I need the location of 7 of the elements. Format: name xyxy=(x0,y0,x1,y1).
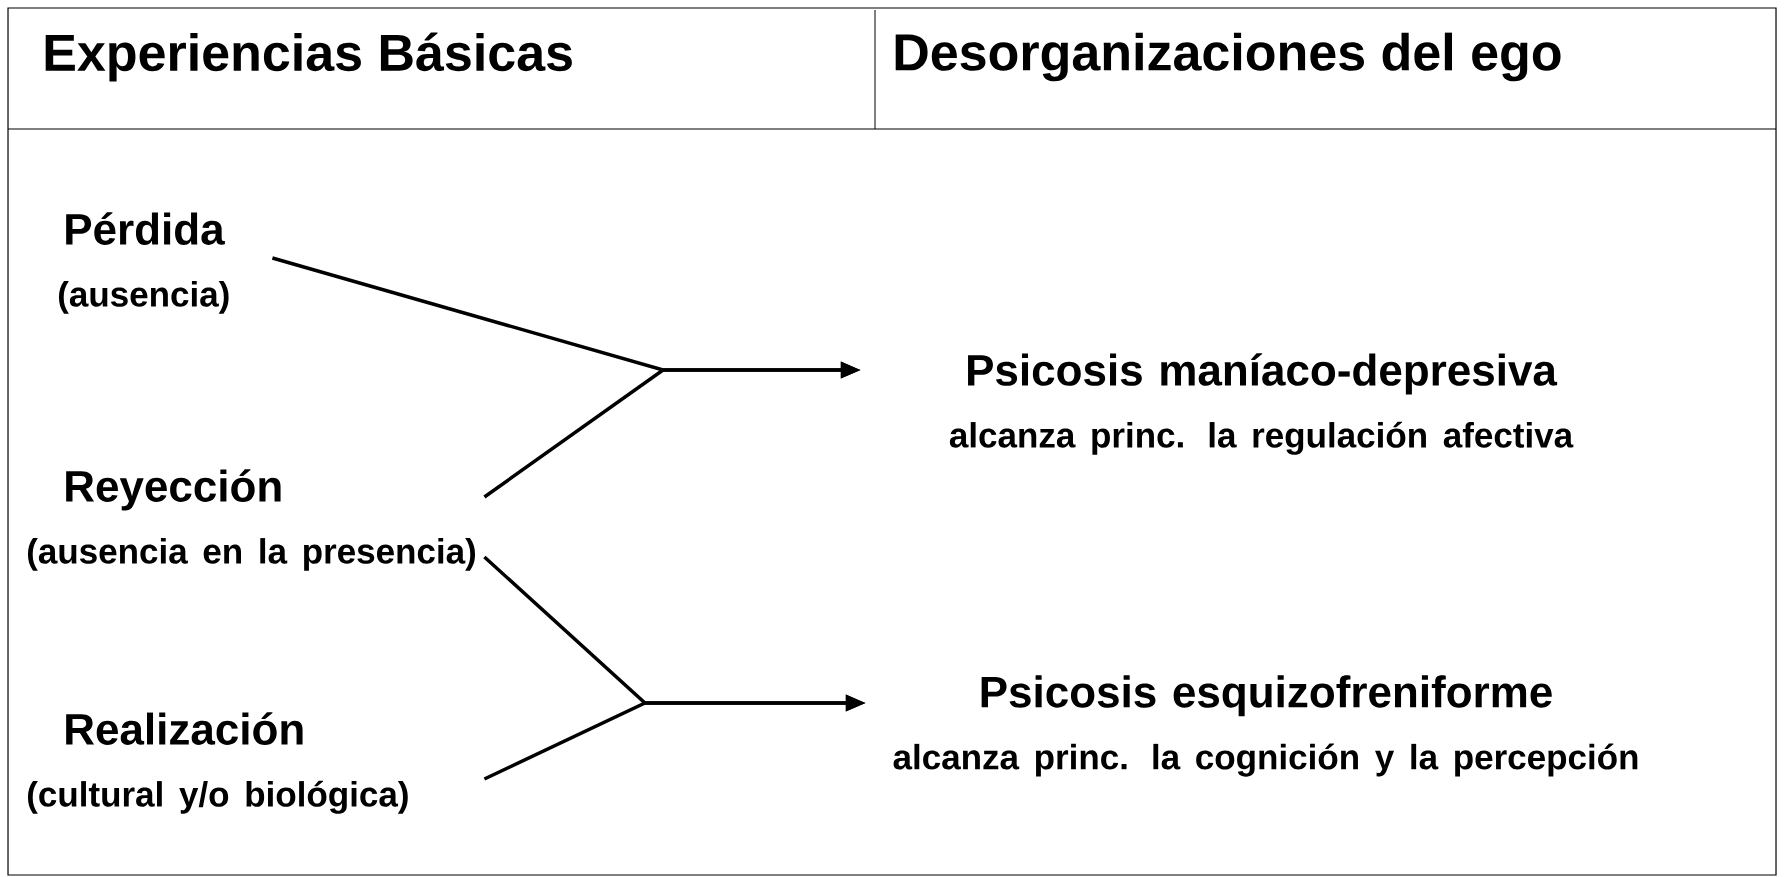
text-label: Psicosis esquizofreniforme alcanza princ. la cognición y la percepción xyxy=(893,675,1638,777)
text-label: Psicosis maníaco-depresiva alcanza princ. la regulación afectiva xyxy=(949,353,1574,455)
column-header: Desorganizaciones del ego xyxy=(895,32,1561,82)
text-label: Pérdida (ausencia) xyxy=(58,212,229,314)
column-header: Experiencias Básicas xyxy=(45,32,572,82)
text-label: Realización (cultural y/o biológica) xyxy=(27,712,408,814)
text-label: Reyección (ausencia en la presencia) xyxy=(27,469,475,571)
